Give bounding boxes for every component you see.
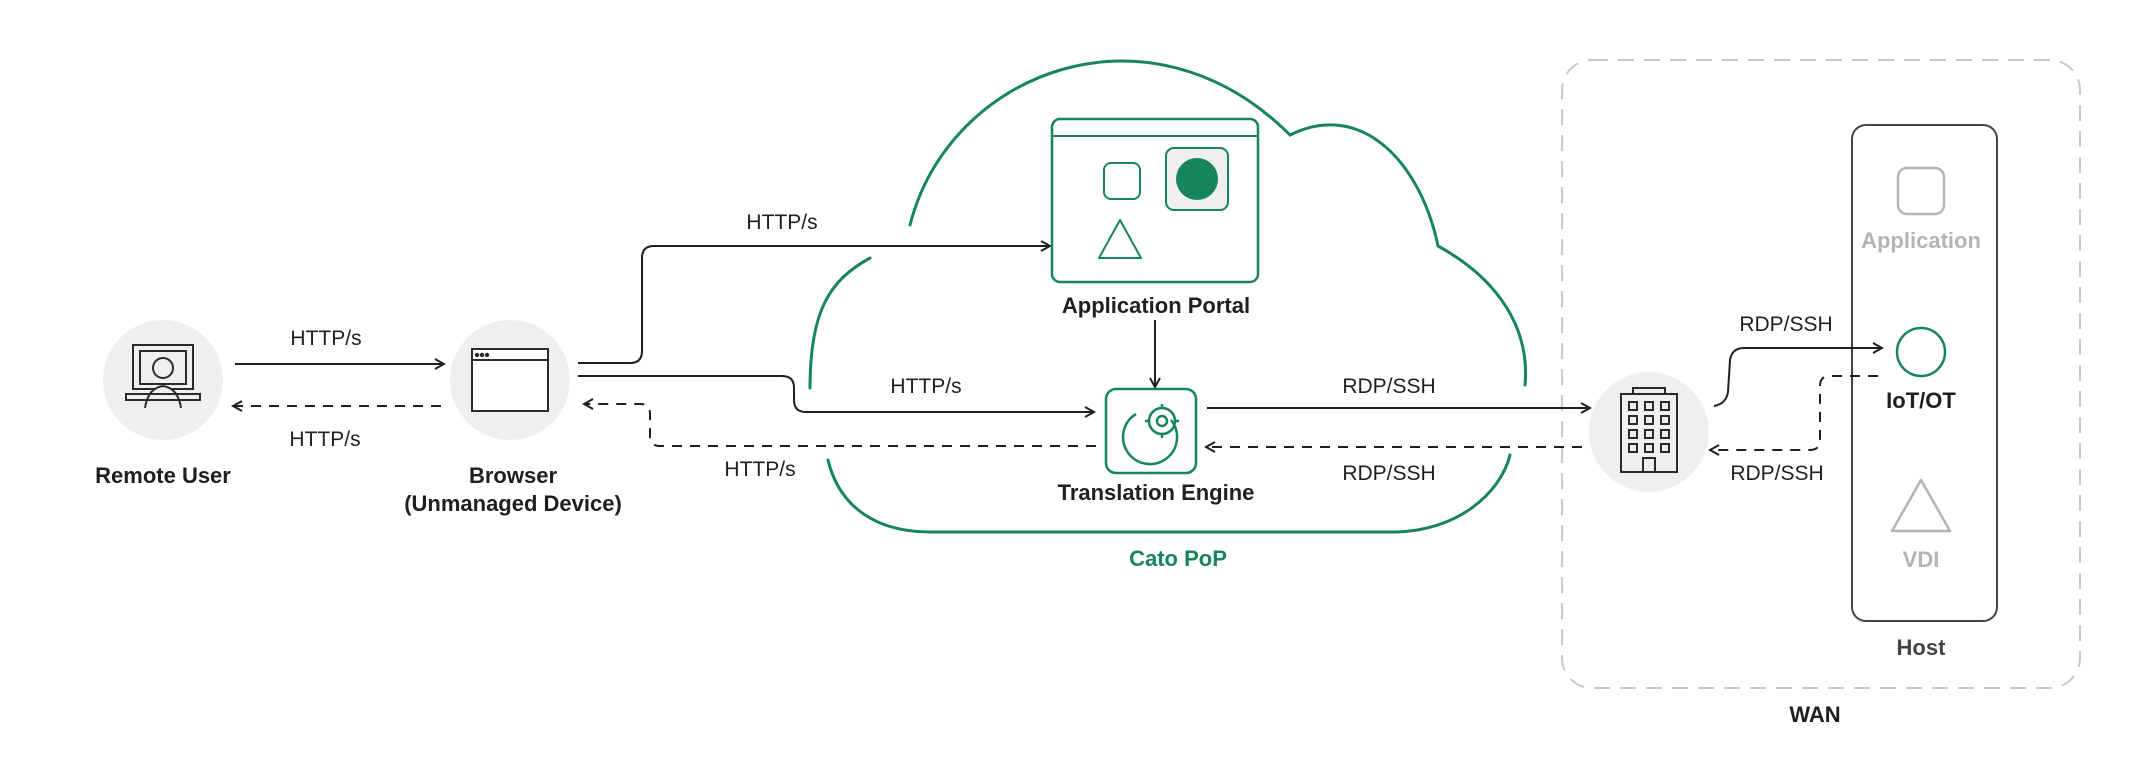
application-portal-label: Application Portal	[1062, 293, 1250, 318]
host-box	[1851, 124, 1998, 622]
edge-browser-to-portal	[578, 246, 1050, 364]
edge-label-engine-to-site: RDP/SSH	[1342, 375, 1435, 398]
remote-user-node	[103, 320, 223, 440]
edge-label-user-to-browser: HTTP/s	[290, 327, 361, 350]
computer-user-icon	[125, 344, 201, 409]
edge-browser-to-engine	[578, 375, 1094, 412]
gear-cycle-icon	[1104, 387, 1198, 475]
cato-pop-label: Cato PoP	[1129, 546, 1227, 571]
browser-node	[450, 320, 570, 440]
application-item	[1896, 166, 1946, 216]
application-portal-node	[1050, 117, 1260, 284]
browser-label-line1: Browser	[469, 463, 557, 488]
iot-ot-label: IoT/OT	[1886, 388, 1956, 413]
wan-label: WAN	[1789, 702, 1840, 727]
application-label: Application	[1861, 228, 1981, 253]
cato-pop-cloud	[808, 59, 1528, 534]
host-label: Host	[1897, 635, 1947, 660]
rounded-square-icon	[1896, 166, 1946, 216]
site-node	[1589, 372, 1709, 492]
iot-ot-item	[1895, 326, 1947, 378]
edge-label-site-to-host: RDP/SSH	[1739, 313, 1832, 336]
app-portal-window-icon	[1050, 117, 1260, 284]
browser-window-icon	[471, 348, 549, 412]
edge-label-site-to-engine: RDP/SSH	[1342, 462, 1435, 485]
edge-label-host-to-site: RDP/SSH	[1730, 462, 1823, 485]
edge-label-browser-to-engine: HTTP/s	[890, 375, 961, 398]
edge-engine-to-browser	[584, 404, 1096, 447]
edge-label-browser-to-portal: HTTP/s	[746, 211, 817, 234]
remote-user-label: Remote User	[95, 463, 231, 488]
edge-label-browser-to-user: HTTP/s	[289, 428, 360, 451]
edge-host-to-site	[1710, 375, 1878, 450]
triangle-icon	[1890, 478, 1952, 533]
translation-engine-label: Translation Engine	[1058, 480, 1255, 505]
translation-engine-node	[1104, 387, 1198, 475]
browser-label-line2: (Unmanaged Device)	[404, 491, 622, 516]
office-building-icon	[1620, 387, 1678, 473]
vdi-item	[1890, 478, 1952, 533]
edge-label-engine-to-browser: HTTP/s	[724, 458, 795, 481]
edge-site-to-host	[1713, 348, 1882, 407]
circle-icon	[1895, 326, 1947, 378]
vdi-label: VDI	[1903, 547, 1940, 572]
wan-boundary	[1561, 59, 2081, 689]
